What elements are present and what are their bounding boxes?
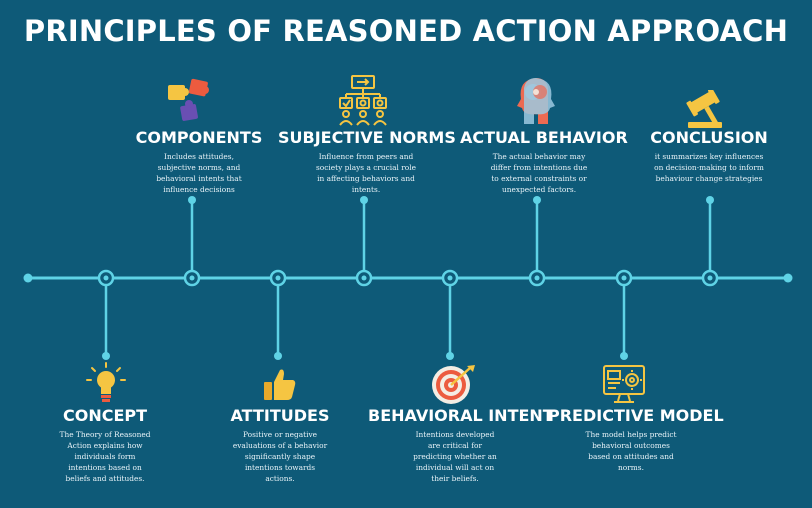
card-actual-behavior: ACTUAL BEHAVIOR The actual behavior may … — [460, 128, 628, 195]
card-heading: BEHAVIORAL INTENT — [368, 406, 554, 425]
card-predictive-model: PREDICTIVE MODEL The model helps predict… — [548, 406, 724, 473]
gavel-icon — [686, 90, 722, 128]
card-description: it summarizes key influences on decision… — [654, 152, 764, 183]
card-description: Positive or negative evaluations of a be… — [232, 430, 328, 483]
card-subjective-norms: SUBJECTIVE NORMS Influence from peers an… — [278, 128, 456, 195]
card-heading: ACTUAL BEHAVIOR — [460, 128, 628, 147]
card-heading: SUBJECTIVE NORMS — [278, 128, 456, 147]
card-heading: ATTITUDES — [230, 406, 330, 425]
card-concept: CONCEPT The Theory of Reasoned Action ex… — [50, 406, 160, 484]
card-components: COMPONENTS Includes attitudes, subjectiv… — [134, 128, 264, 195]
card-description: The model helps predict behavioral outco… — [585, 430, 677, 472]
timeline-node-top-2-center — [534, 275, 540, 281]
puzzle-icon — [168, 78, 209, 121]
card-heading: CONCEPT — [62, 406, 148, 425]
card-attitudes: ATTITUDES Positive or negative evaluatio… — [224, 406, 336, 484]
card-heading: PREDICTIVE MODEL — [548, 406, 724, 425]
timeline-end-dot — [783, 273, 793, 283]
connector-bottom-dot-0 — [102, 352, 110, 360]
monitor-gear-icon — [603, 365, 645, 403]
card-heading: CONCLUSION — [650, 128, 768, 147]
connector-bottom-dot-1 — [274, 352, 282, 360]
card-description: Influence from peers and society plays a… — [316, 152, 416, 194]
timeline-node-top-3-center — [707, 275, 713, 281]
connector-top-dot-0 — [188, 196, 196, 204]
group-network-icon — [339, 75, 387, 126]
timeline-node-top-0-center — [189, 275, 195, 281]
timeline-node-bottom-3-center — [621, 275, 627, 281]
connector-bottom-dot-2 — [446, 352, 454, 360]
timeline-node-bottom-0-center — [103, 275, 109, 281]
connector-top-dot-3 — [706, 196, 714, 204]
timeline-node-bottom-2-center — [447, 275, 453, 281]
connector-top-dot-2 — [533, 196, 541, 204]
card-description: The Theory of Reasoned Action explains h… — [59, 430, 151, 483]
target-icon — [432, 365, 475, 404]
lightbulb-icon — [86, 362, 126, 402]
timeline-start-dot — [23, 273, 33, 283]
card-description: Includes attitudes, subjective norms, an… — [156, 152, 242, 194]
card-description: The actual behavior may differ from inte… — [490, 152, 588, 194]
card-heading: COMPONENTS — [135, 128, 263, 147]
connector-bottom-dot-3 — [620, 352, 628, 360]
timeline-node-bottom-1-center — [275, 275, 281, 281]
thumbs-up-icon — [264, 369, 296, 400]
card-conclusion: CONCLUSION it summarizes key influences … — [640, 128, 778, 184]
card-behavioral-intent: BEHAVIORAL INTENT Intentions developed a… — [368, 406, 554, 484]
brain-heads-icon — [517, 78, 555, 124]
timeline-node-top-1-center — [361, 275, 367, 281]
page-title: PRINCIPLES OF REASONED ACTION APPROACH — [23, 14, 789, 48]
card-description: Intentions developed are critical for pr… — [413, 430, 497, 483]
connector-top-dot-1 — [360, 196, 368, 204]
